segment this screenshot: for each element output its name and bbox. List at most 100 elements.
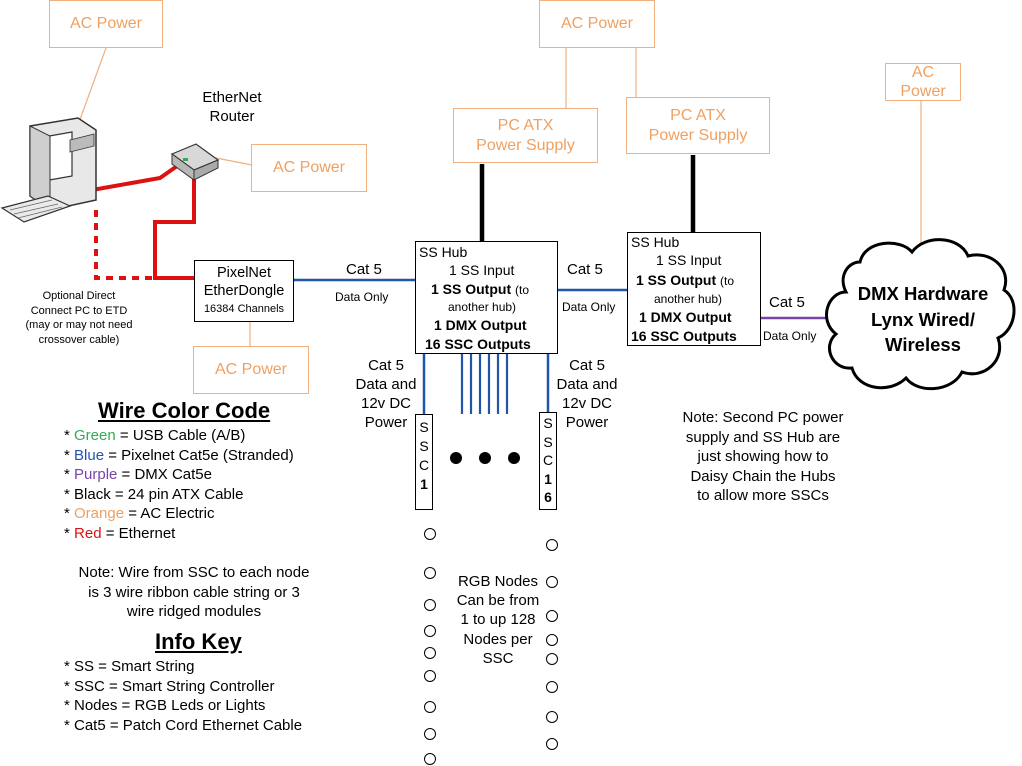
- ssc-1-box: S S C 1: [415, 414, 433, 510]
- atx-label-line1: PC ATX: [497, 116, 554, 134]
- info-key-item: * Cat5 = Patch Cord Ethernet Cable: [64, 716, 303, 734]
- dmx-cloud-line: DMX Hardware: [857, 283, 989, 304]
- cat5-power-line: Cat 5: [569, 357, 605, 374]
- daisy-note-line: just showing how to: [697, 448, 829, 465]
- hub-ss-output-note: (to: [720, 274, 735, 288]
- rgb-note-line: RGB Nodes: [457, 573, 539, 590]
- wire-color-word: Green: [74, 427, 116, 444]
- etherdongle-line3: 16384 Channels: [203, 303, 285, 315]
- optional-note-line: Connect PC to ETD: [30, 304, 128, 317]
- cat5-power-line: 12v DC: [360, 395, 412, 412]
- atx-power-supply-2: PC ATX Power Supply: [626, 97, 770, 154]
- rgb-note-line: 1 to up 128: [460, 611, 536, 629]
- hub-ss-output-note2: another hub): [448, 300, 517, 314]
- ssc-output-lines: [460, 354, 509, 414]
- ssc-letter: S: [543, 415, 553, 431]
- router-icon: [170, 143, 220, 181]
- cat5-power-label-left: Cat 5 Data and 12v DC Power: [348, 356, 424, 432]
- cat5-power-line: Power: [565, 414, 609, 431]
- wire-color-desc: = USB Cable (A/B): [115, 427, 246, 444]
- wire-color-item: * Orange = AC Electric: [64, 504, 294, 524]
- wire-note-line: is 3 wire ribbon cable string or 3: [88, 583, 300, 601]
- cat5-power-line: Power: [364, 414, 408, 431]
- wire-color-word: Red: [74, 524, 102, 542]
- info-key-item: * SSC = Smart String Controller: [64, 677, 275, 695]
- hub-dmx-output: 1 DMX Output: [434, 317, 527, 333]
- wire-color-item: * Green = USB Cable (A/B): [64, 426, 294, 446]
- optional-direct-note: Optional Direct Connect PC to ETD (may o…: [14, 289, 144, 347]
- ac-power-label: AC Power: [272, 159, 346, 176]
- wire-color-item: * Black = 24 pin ATX Cable: [64, 485, 294, 505]
- etherdongle-line1: PixelNet: [217, 265, 271, 281]
- cat5-power-line: Data and: [355, 376, 417, 393]
- daisy-note-line: to allow more SSCs: [697, 487, 829, 504]
- hub-ss-output: 1 SS Output (to: [431, 280, 529, 300]
- wire-color-desc: = DMX Cat5e: [117, 466, 212, 483]
- hub-ssc-outputs: 16 SSC Outputs: [631, 328, 737, 344]
- cat5-power-line: Data and: [556, 376, 618, 393]
- hub-ss-input: 1 SS Input: [449, 262, 515, 278]
- dmx-cloud-line: Lynx Wired/: [871, 308, 975, 330]
- wire-color-item: * Red = Ethernet: [64, 524, 294, 544]
- ac-power-box-atx: AC Power: [539, 0, 655, 48]
- rgb-note-line: Can be from: [456, 592, 540, 610]
- ss-hub-2: SS Hub 1 SS Input 1 SS Output (to anothe…: [627, 232, 761, 346]
- wire-color-prefix: *: [64, 427, 75, 444]
- atx-power-supply-1: PC ATX Power Supply: [453, 108, 598, 163]
- daisy-note-line: Daisy Chain the Hubs: [690, 467, 836, 485]
- ssc-letter: 1: [544, 470, 552, 487]
- ac-power-box-dmx: AC Power: [885, 63, 961, 101]
- hub-ssc-outputs: 16 SSC Outputs: [425, 336, 531, 352]
- ellipsis-dot: [479, 452, 491, 464]
- daisy-chain-note: Note: Second PC power supply and SS Hub …: [668, 408, 858, 506]
- optional-note-line: Optional Direct: [42, 290, 116, 302]
- wire-color-code-list: * Green = USB Cable (A/B)* Blue = Pixeln…: [64, 426, 294, 543]
- daisy-note-line: Note: Second PC power: [682, 409, 844, 426]
- router-label-line1: EtherNet: [202, 89, 262, 106]
- optional-note-line: (may or may not need: [25, 319, 133, 331]
- ethernet-pc-router: [91, 162, 182, 192]
- ssc-letter: S: [419, 419, 429, 435]
- wire-color-item: * Blue = Pixelnet Cat5e (Stranded): [64, 446, 294, 466]
- hub-ss-output-label: 1 SS Output: [636, 272, 717, 288]
- ac-line-router: [215, 157, 253, 166]
- ac-power-box-etherdongle: AC Power: [193, 346, 309, 394]
- cat5-power-label-right: Cat 5 Data and 12v DC Power: [549, 356, 625, 432]
- cat5-label-etd: Cat 5: [346, 261, 382, 278]
- rgb-note-line: Nodes per: [463, 630, 533, 648]
- hub-title: SS Hub: [419, 244, 468, 260]
- wire-color-desc: = 24 pin ATX Cable: [110, 485, 244, 503]
- wire-color-desc: = Pixelnet Cat5e (Stranded): [104, 446, 294, 464]
- info-key-heading: Info Key: [155, 629, 242, 654]
- ssc-letter: C: [542, 452, 554, 468]
- rgb-note-line: SSC: [482, 649, 514, 667]
- data-only-label-etd: Data Only: [335, 290, 389, 304]
- ac-power-box-router: AC Power: [251, 144, 367, 192]
- atx-label-line2: Power Supply: [648, 126, 748, 144]
- daisy-note-line: supply and SS Hub are: [685, 428, 841, 446]
- ac-power-box-pc: AC Power: [49, 0, 163, 48]
- cat5-power-line: Cat 5: [368, 357, 404, 374]
- dmx-cloud-line: Wireless: [885, 334, 961, 355]
- hub-dmx-output: 1 DMX Output: [639, 309, 732, 325]
- ellipsis-dot: [450, 452, 462, 464]
- etherdongle-line2: EtherDongle: [203, 283, 285, 299]
- ac-power-label: AC Power: [214, 361, 288, 378]
- ssc-letter: S: [543, 433, 553, 450]
- ac-power-label-word1: AC: [911, 64, 935, 81]
- info-key-item: * Nodes = RGB Leds or Lights: [64, 697, 266, 714]
- ellipsis-dot: [508, 452, 520, 464]
- optional-note-line: crossover cable): [38, 333, 120, 346]
- ac-power-label: AC Power: [69, 15, 143, 32]
- wire-color-word: Purple: [74, 466, 118, 483]
- cat5-label-dmx: Cat 5: [769, 294, 805, 311]
- hub-ss-output-note: (to: [515, 283, 530, 297]
- ac-power-label: AC Power: [560, 15, 634, 32]
- wire-color-word: Blue: [74, 446, 105, 464]
- ssc-letter: C: [418, 457, 430, 473]
- router-label-line2: Router: [209, 108, 255, 125]
- wire-color-word: Black: [74, 485, 111, 503]
- ethernet-router-etherdongle: [153, 176, 196, 280]
- rgb-nodes-ssc1: [424, 528, 436, 765]
- wire-color-code-heading: Wire Color Code: [98, 398, 271, 423]
